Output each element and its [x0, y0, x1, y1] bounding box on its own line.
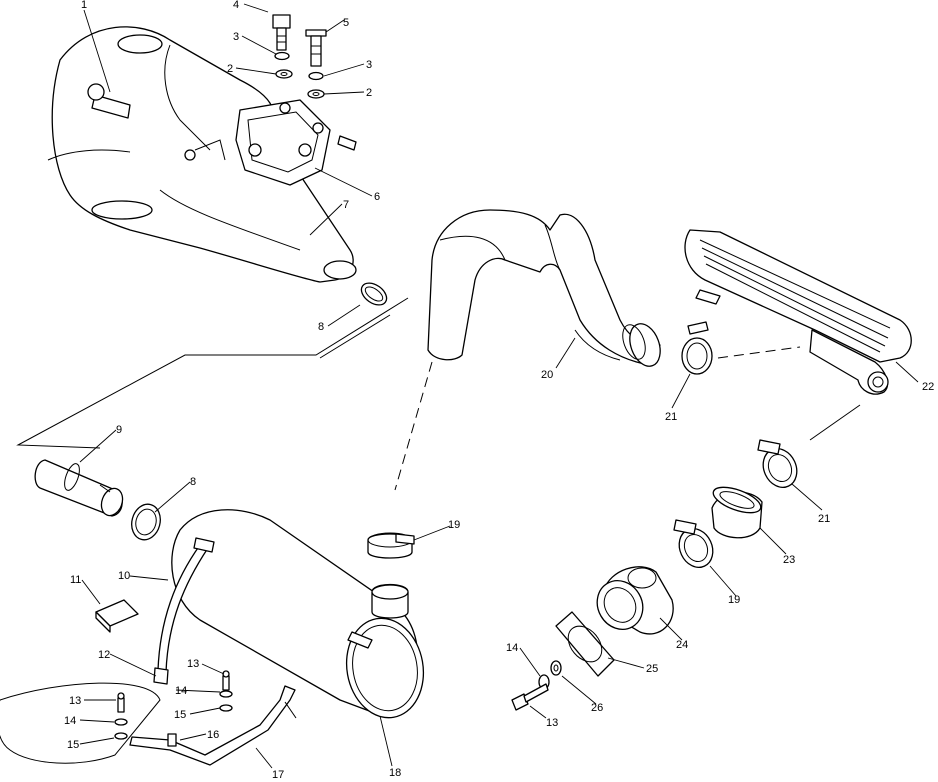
washer-26 [550, 660, 562, 676]
callout-7: 7 [343, 199, 349, 211]
callout-14-mid: 14 [175, 685, 187, 697]
callout-19-upper: 19 [448, 519, 460, 531]
callout-9: 9 [116, 424, 122, 436]
exhaust-hose-20 [427, 209, 661, 367]
washer-2-left [275, 69, 293, 79]
callout-15-mid: 15 [174, 709, 186, 721]
callout-2-right: 2 [366, 87, 372, 99]
washer-3-left [274, 51, 290, 61]
callout-3-right: 3 [366, 59, 372, 71]
exhaust-manifold [235, 99, 357, 186]
callout-5: 5 [343, 17, 349, 29]
muffler [171, 509, 425, 719]
callout-13-left: 13 [69, 695, 81, 707]
bolt-13-lower [511, 683, 549, 711]
callout-17: 17 [272, 769, 284, 781]
callout-4: 4 [233, 0, 239, 11]
callout-14-lower: 14 [506, 642, 518, 654]
clamp-8-lower [131, 503, 161, 541]
callout-8-upper: 8 [318, 321, 324, 333]
leader-lines [79, 3, 919, 769]
callout-20: 20 [541, 369, 553, 381]
guide-lines [16, 297, 861, 719]
strap-10 [153, 537, 215, 685]
callout-12: 12 [98, 649, 110, 661]
callout-labels: 1 4 5 3 3 2 2 6 7 8 9 8 10 11 12 13 14 1… [64, 0, 934, 781]
callout-3-left: 3 [233, 31, 239, 43]
callout-8-lower: 8 [190, 476, 196, 488]
callout-24: 24 [676, 639, 688, 651]
callout-26: 26 [591, 702, 603, 714]
callout-21-lower: 21 [818, 513, 830, 525]
callout-18: 18 [389, 767, 401, 779]
callout-22: 22 [922, 381, 934, 393]
outlet-24 [596, 566, 674, 635]
callout-14-left: 14 [64, 715, 76, 727]
hardware-left-set [114, 692, 128, 740]
callout-11: 11 [70, 574, 81, 586]
bracket-17 [0, 682, 296, 766]
callout-13-mid: 13 [187, 658, 199, 670]
sleeve-23 [711, 486, 763, 539]
bolt-4 [272, 14, 291, 51]
washer-2-right [307, 89, 325, 99]
callout-2-left: 2 [227, 63, 233, 75]
callout-21-upper: 21 [665, 411, 677, 423]
hardware-right-set [167, 670, 233, 747]
callout-19-lower: 19 [728, 594, 740, 606]
clamp-19-upper [367, 532, 415, 559]
clamp-19-lower [673, 519, 714, 568]
clamp-21-lower [757, 439, 798, 488]
expansion-chamber [47, 26, 357, 283]
callout-13-lower: 13 [546, 717, 558, 729]
clamp-8-upper [360, 282, 388, 306]
callout-16: 16 [207, 729, 219, 741]
washer-3-right [308, 71, 324, 81]
callout-10: 10 [118, 570, 130, 582]
coupler-9 [34, 459, 124, 517]
bolt-5 [305, 29, 327, 67]
callout-25: 25 [646, 663, 658, 675]
callout-15-left: 15 [67, 739, 79, 751]
callout-6: 6 [374, 191, 380, 203]
clamp-21-upper [681, 321, 713, 375]
callout-23: 23 [783, 554, 795, 566]
block-11 [95, 599, 139, 633]
callout-1: 1 [81, 0, 87, 11]
heat-exchanger-22 [684, 229, 912, 395]
